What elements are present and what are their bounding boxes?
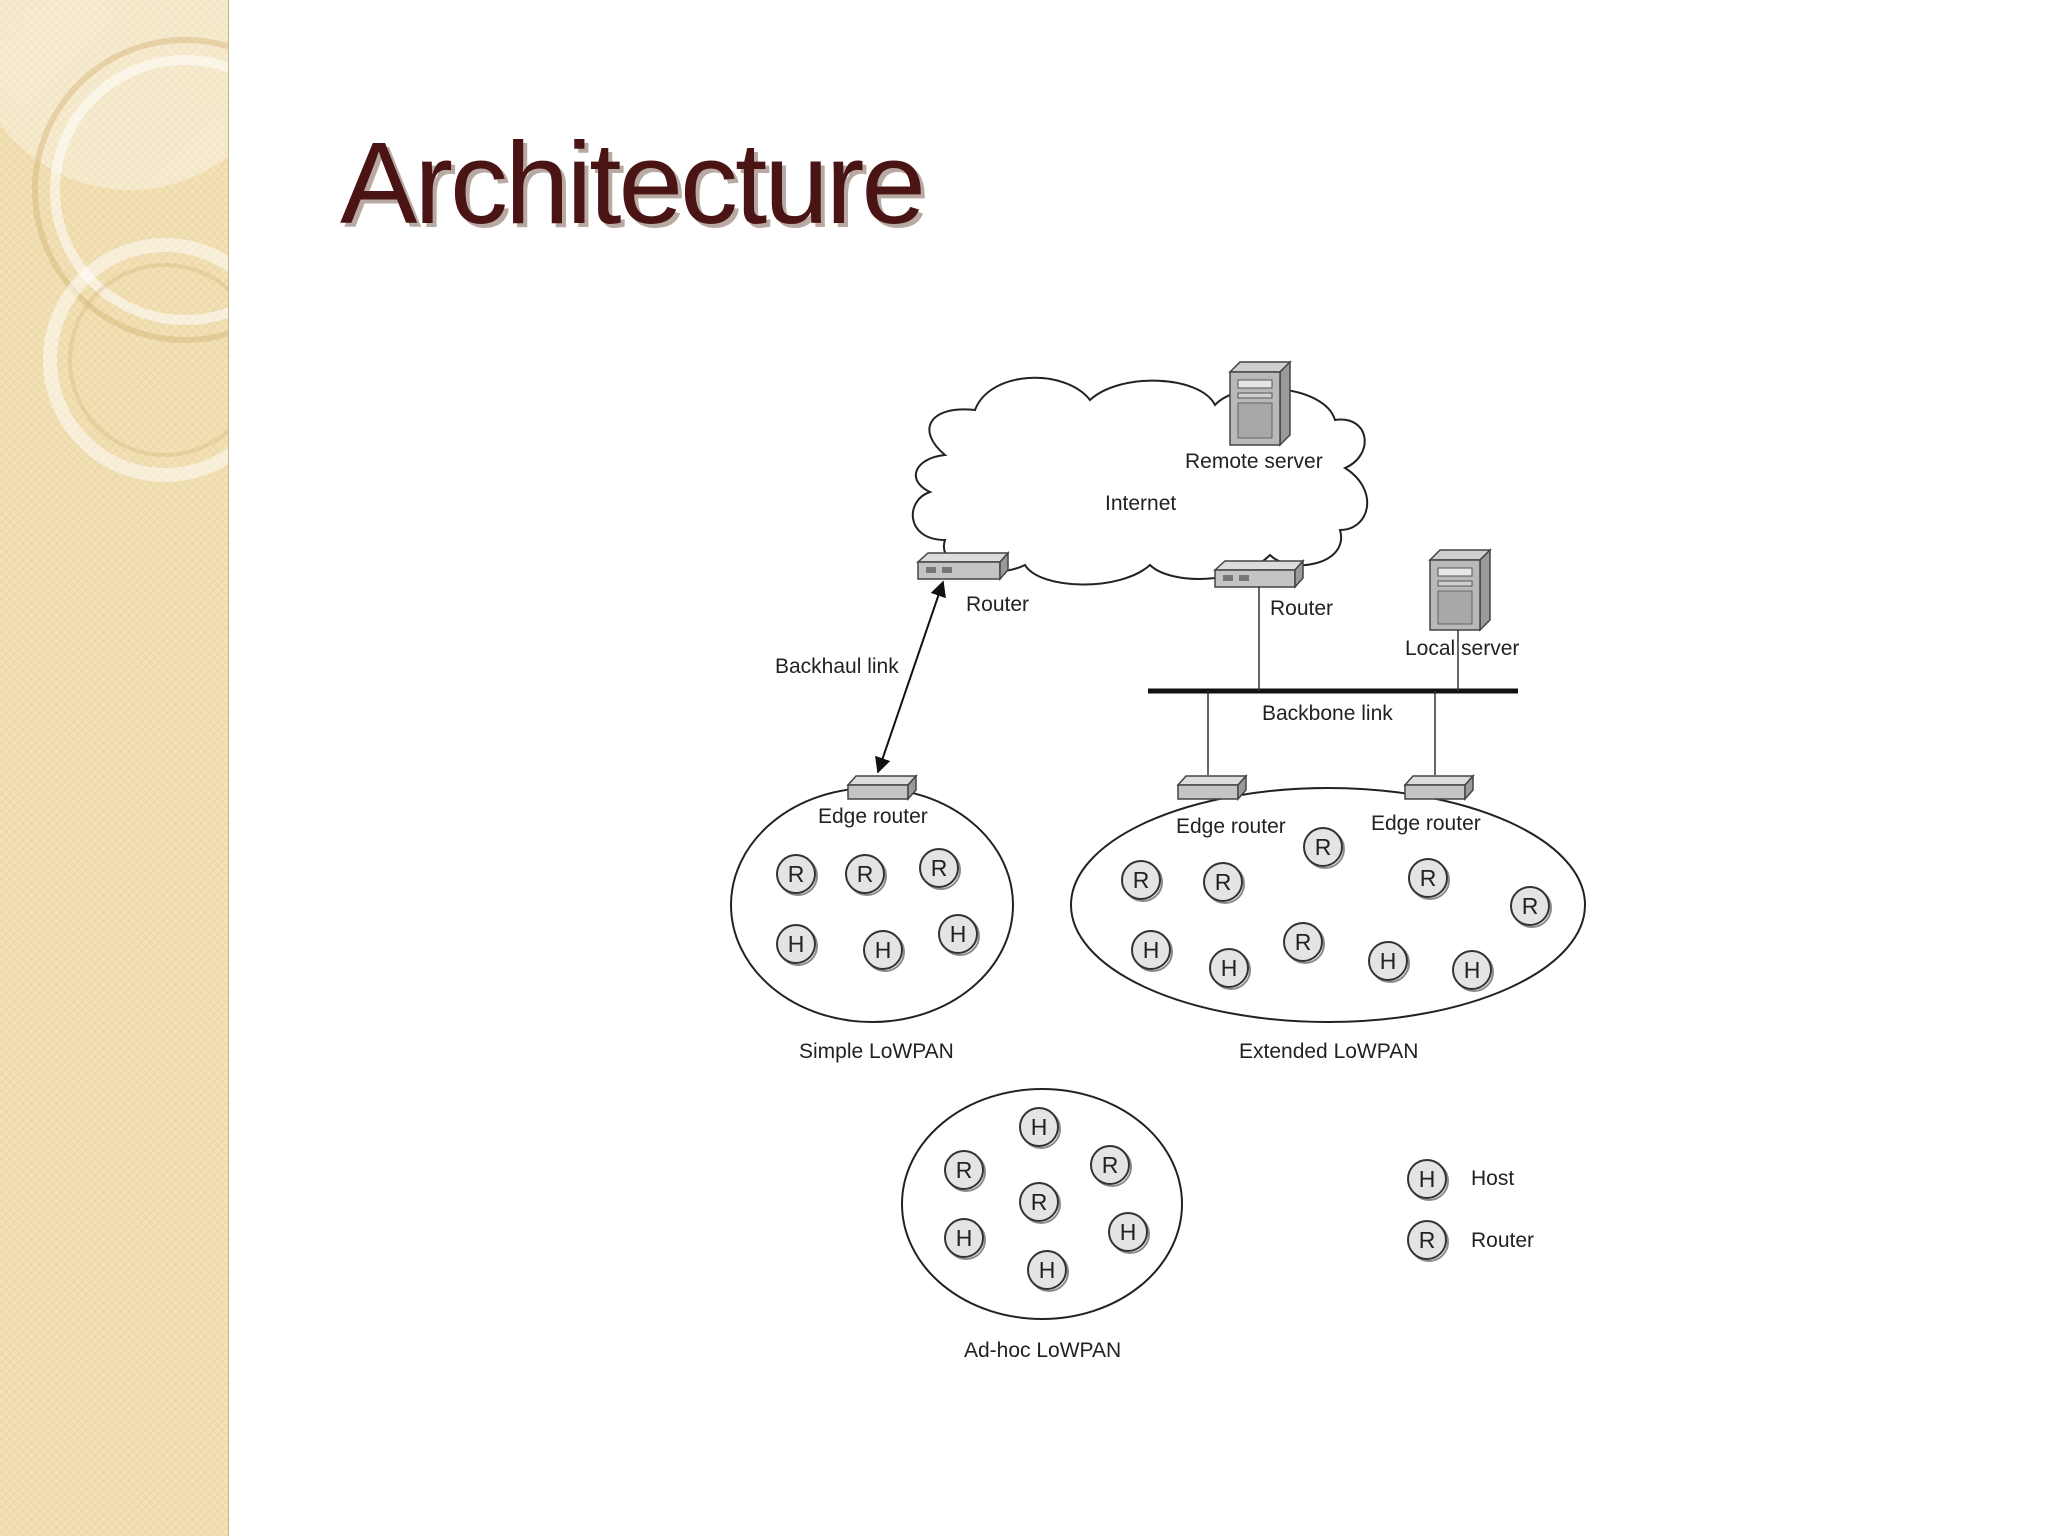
- host-node: H: [1027, 1250, 1069, 1292]
- edge-router-simple-label: Edge router: [818, 805, 928, 828]
- host-node-letter: H: [1031, 1114, 1048, 1140]
- host-node-letter: H: [1120, 1219, 1137, 1245]
- host-node-letter: H: [788, 931, 805, 957]
- host-node-letter: H: [956, 1225, 973, 1251]
- edge-router-ext-1-label: Edge router: [1176, 815, 1286, 838]
- simple-lowpan-label: Simple LoWPAN: [799, 1040, 954, 1063]
- router-left-label: Router: [966, 593, 1029, 616]
- router-node: R: [1019, 1182, 1061, 1224]
- router-right-device-icon: [1213, 559, 1305, 589]
- host-node-letter: H: [950, 921, 967, 947]
- host-node: H: [1452, 950, 1494, 992]
- router-node: R: [776, 854, 818, 896]
- backhaul-link-arrow: [875, 580, 946, 774]
- host-node-letter: H: [1143, 937, 1160, 963]
- remote-server-icon: [1228, 360, 1292, 447]
- host-node: H: [938, 914, 980, 956]
- router-node-letter: R: [1419, 1227, 1436, 1253]
- router-node-letter: R: [1522, 893, 1539, 919]
- adhoc-lowpan-label: Ad-hoc LoWPAN: [964, 1339, 1121, 1362]
- sidebar-rings-decoration: [0, 0, 228, 482]
- backbone-link-label: Backbone link: [1262, 702, 1393, 725]
- local-server-icon: [1428, 548, 1492, 632]
- host-node-letter: H: [875, 937, 892, 963]
- router-node: R: [1303, 827, 1345, 869]
- host-node: H: [1108, 1212, 1150, 1254]
- slide-title: Architecture: [340, 118, 926, 248]
- backhaul-link-label: Backhaul link: [775, 655, 899, 678]
- edge-router-ext-2-device-icon: [1403, 774, 1475, 801]
- extended-lowpan-boundary: [1070, 787, 1586, 1023]
- router-node: R: [1408, 858, 1450, 900]
- router-node-letter: R: [857, 861, 874, 887]
- edge-router-simple-device-icon: [846, 774, 918, 801]
- router-node: R: [944, 1150, 986, 1192]
- host-node-letter: H: [1039, 1257, 1056, 1283]
- backbone-link: [1148, 587, 1518, 775]
- internet-label: Internet: [1105, 492, 1176, 515]
- decorative-sidebar: [0, 0, 229, 1536]
- router-node-letter: R: [931, 855, 948, 881]
- remote-server-label: Remote server: [1185, 450, 1323, 473]
- legend-host-label: Host: [1471, 1167, 1514, 1190]
- router-node-letter: R: [956, 1157, 973, 1183]
- router-node: R: [845, 854, 887, 896]
- host-node: H: [1131, 930, 1173, 972]
- host-node: H: [1407, 1159, 1449, 1201]
- router-node-letter: R: [1133, 867, 1150, 893]
- router-node-letter: R: [1315, 834, 1332, 860]
- host-node: H: [944, 1218, 986, 1260]
- router-node: R: [919, 848, 961, 890]
- router-node: R: [1203, 862, 1245, 904]
- edge-router-ext-1-device-icon: [1176, 774, 1248, 801]
- legend-router-label: Router: [1471, 1229, 1534, 1252]
- router-node: R: [1090, 1145, 1132, 1187]
- router-node: R: [1407, 1220, 1449, 1262]
- router-node: R: [1121, 860, 1163, 902]
- router-left-device-icon: [916, 551, 1010, 581]
- local-server-label: Local server: [1405, 637, 1519, 660]
- extended-lowpan-label: Extended LoWPAN: [1239, 1040, 1418, 1063]
- host-node: H: [1368, 941, 1410, 983]
- router-node-letter: R: [1215, 869, 1232, 895]
- router-node: R: [1510, 886, 1552, 928]
- diagram-legend: Host Router: [1471, 1167, 1534, 1252]
- router-node-letter: R: [1295, 929, 1312, 955]
- router-node: R: [1283, 922, 1325, 964]
- router-right-label: Router: [1270, 597, 1333, 620]
- host-node: H: [863, 930, 905, 972]
- network-nodes: R R R H H H R R R R R R H H H H H R R R H H H H R: [776, 827, 1552, 1292]
- host-node-letter: H: [1380, 948, 1397, 974]
- router-node-letter: R: [1420, 865, 1437, 891]
- edge-router-ext-2-label: Edge router: [1371, 812, 1481, 835]
- host-node-letter: H: [1464, 957, 1481, 983]
- router-node-letter: R: [788, 861, 805, 887]
- router-node-letter: R: [1031, 1189, 1048, 1215]
- host-node-letter: H: [1419, 1166, 1436, 1192]
- router-node-letter: R: [1102, 1152, 1119, 1178]
- host-node-letter: H: [1221, 955, 1238, 981]
- host-node: H: [1019, 1107, 1061, 1149]
- host-node: H: [1209, 948, 1251, 990]
- host-node: H: [776, 924, 818, 966]
